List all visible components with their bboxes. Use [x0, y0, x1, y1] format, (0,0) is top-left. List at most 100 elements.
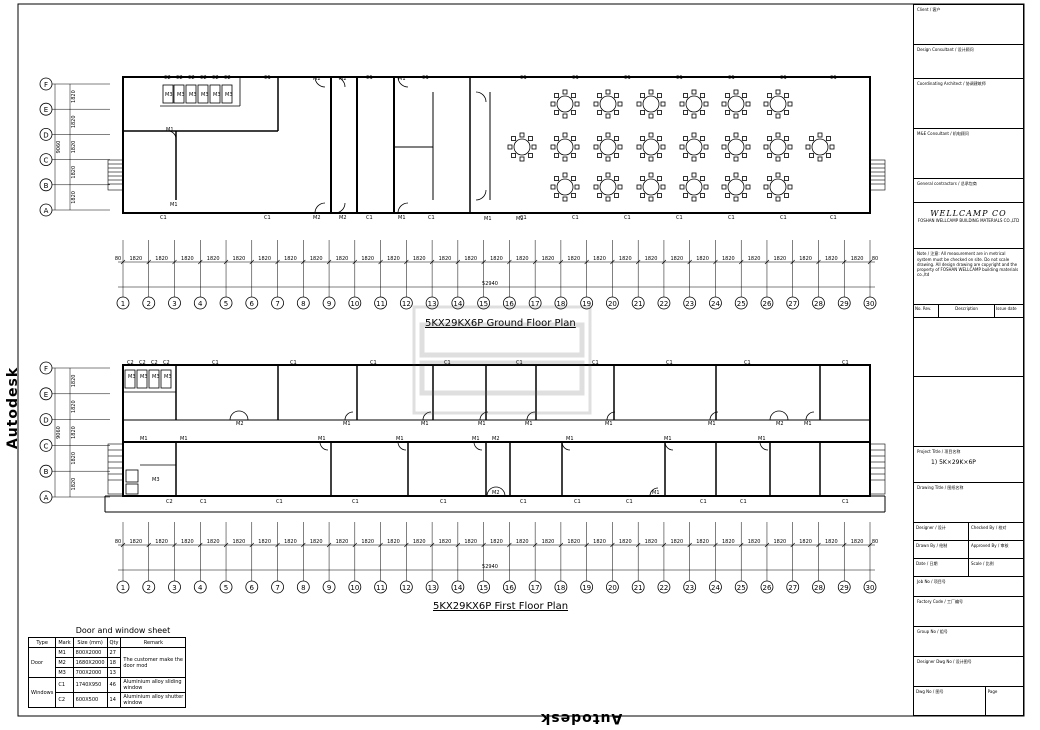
axis-label: 30 — [866, 584, 875, 592]
axis-bubble — [734, 580, 748, 594]
label-m1: M1 — [758, 436, 766, 442]
axis-label: 2 — [147, 300, 151, 308]
round-table — [636, 89, 666, 119]
label-c1: C1 — [366, 215, 373, 221]
row-bubble — [39, 77, 53, 91]
ground-floor-plan — [107, 76, 886, 214]
dim-tick — [326, 542, 332, 548]
col-qty: Qty — [106, 637, 122, 648]
cell-size: 600X500 — [72, 692, 108, 708]
axis-label: 22 — [659, 300, 668, 308]
dim-tick — [738, 259, 744, 265]
dim-tick — [429, 259, 435, 265]
label-m2: M2 — [313, 76, 321, 82]
axis-label: 28 — [814, 300, 823, 308]
axis-label: 9 — [327, 584, 331, 592]
axis-label: 26 — [763, 584, 772, 592]
dim-tick — [610, 542, 615, 548]
axis-bubble — [451, 296, 465, 310]
axis-label: 3 — [172, 300, 176, 308]
span-dimension: 1820 — [825, 256, 838, 262]
cell-remark: Aluminium alloy sliding window — [120, 677, 187, 693]
axis-label: 17 — [531, 584, 540, 592]
cell-remark: Aluminium alloy shutter window — [120, 692, 187, 708]
round-table — [679, 89, 709, 119]
watermark-bottom: Autodesk — [540, 710, 623, 726]
dim-tick — [713, 259, 718, 265]
label-c1: C1 — [160, 215, 167, 221]
axis-bubble — [606, 296, 619, 310]
span-dimension: 1820 — [233, 256, 246, 262]
label-c1: C1 — [516, 360, 523, 366]
dim-tick — [790, 259, 795, 265]
span-dimension: 1820 — [361, 539, 374, 545]
dim-tick — [842, 259, 847, 265]
axis-bubble — [168, 580, 181, 594]
label-c1: C1 — [572, 215, 579, 221]
label-c1: C1 — [200, 499, 207, 505]
label-c2: C2 — [163, 360, 170, 366]
axis-label: 13 — [428, 300, 437, 308]
span-dimension: 1820 — [258, 256, 271, 262]
axis-bubble — [374, 580, 387, 594]
label-c1: C1 — [676, 75, 683, 81]
span-dimension: 1820 — [207, 256, 220, 262]
round-table — [550, 132, 580, 162]
watermark-left: Autodesk — [5, 366, 22, 450]
cell-size: 1680X2000 — [72, 657, 108, 668]
span-dimension: 1820 — [464, 256, 477, 262]
label-c2: C2 — [164, 75, 171, 81]
label-m2: M2 — [339, 215, 347, 221]
dim-tick — [610, 259, 615, 265]
label-m2: M2 — [236, 421, 244, 427]
label-c1: C1 — [780, 215, 787, 221]
axis-bubble — [168, 296, 181, 310]
axis-label: 12 — [402, 584, 411, 592]
axis-label: 28 — [814, 584, 823, 592]
axis-label: 3 — [172, 584, 176, 592]
dim-tick — [223, 542, 229, 548]
span-dimension: 1820 — [619, 539, 632, 545]
span-dimension: 1820 — [181, 539, 194, 545]
end-gap: 80 — [115, 539, 121, 545]
axis-label: 21 — [634, 584, 643, 592]
dim-tick — [867, 542, 873, 548]
rev-col-no: No. Rev. — [914, 305, 939, 317]
axis-bubble — [786, 296, 800, 310]
dim-tick — [198, 542, 203, 548]
span-dimension: 1820 — [155, 539, 168, 545]
axis-bubble — [760, 580, 774, 594]
span-dimension: 1820 — [593, 539, 606, 545]
cell-mark: C1 — [55, 677, 74, 693]
span-dimension: 1820 — [645, 256, 658, 262]
span-dimension: 1820 — [670, 539, 683, 545]
row-label: D — [43, 417, 48, 425]
span-dimension: 1820 — [567, 539, 580, 545]
rev-col-date: Issue date — [996, 306, 1017, 311]
row-bubble — [39, 361, 53, 375]
round-table — [636, 132, 666, 162]
axis-label: 20 — [608, 584, 617, 592]
label-m1: M1 — [652, 490, 660, 496]
tb-project: Project Title / 项目名称 1) 5K×29K×6P — [914, 447, 1023, 483]
label-c1: C1 — [666, 360, 673, 366]
project-title: 1) 5K×29K×6P — [931, 459, 976, 466]
row-bubble — [39, 203, 53, 217]
door-window-table: Type Mark Size (mm) Qty Remark Door M1 8… — [27, 637, 187, 708]
axis-label: 7 — [275, 300, 279, 308]
round-table — [721, 132, 751, 162]
axis-bubble — [477, 296, 491, 310]
col-type: Type — [27, 637, 57, 648]
dim-tick — [764, 542, 770, 548]
axis-bubble — [451, 580, 465, 594]
round-table — [763, 132, 793, 162]
dim-tick — [198, 259, 203, 265]
dim-tick — [507, 259, 512, 265]
row-span: 1820 — [71, 375, 77, 388]
row-label: F — [44, 81, 48, 89]
label-c1: C1 — [264, 215, 271, 221]
span-dimension: 1820 — [542, 539, 555, 545]
label-m1: M1 — [396, 436, 404, 442]
cell-size: 700X2000 — [72, 667, 108, 678]
